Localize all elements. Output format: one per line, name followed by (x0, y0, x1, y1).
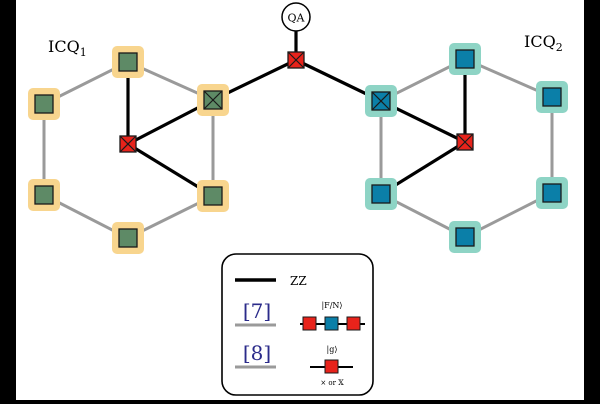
square-qubit-icon (34, 94, 54, 114)
g-state-label: |g⟩ (327, 345, 338, 354)
ref8-label: [8] (243, 341, 271, 365)
square-qubit-icon (302, 316, 317, 331)
left-qubits (34, 52, 223, 248)
icq1-label: ICQ1 (48, 37, 87, 59)
square-qubit-icon (203, 186, 223, 206)
square-qubit-icon (34, 185, 54, 205)
icq2-label: ICQ2 (524, 32, 563, 54)
legend-box: ZZ [7] [8] |F/N⟩ |g⟩ × or 𝕏 (221, 253, 374, 396)
zz-legend-label: ZZ (290, 274, 307, 288)
right-qubits (371, 49, 562, 247)
square-qubit-icon (455, 227, 475, 247)
square-qubit-icon (346, 316, 361, 331)
square-qubit-icon (542, 87, 562, 107)
square-qubit-icon (118, 228, 138, 248)
square-qubit-icon (324, 316, 339, 331)
square-qubit-icon (324, 359, 339, 374)
crossed-square-icon (456, 133, 474, 151)
square-qubit-icon (542, 183, 562, 203)
square-qubit-icon (371, 184, 391, 204)
crossed-square-icon (287, 51, 305, 69)
fn-state-label: |F/N⟩ (321, 301, 342, 310)
square-qubit-icon (118, 52, 138, 72)
g-note-label: × or 𝕏 (320, 379, 344, 387)
qa-node (281, 2, 311, 32)
crossed-square-icon (119, 135, 137, 153)
crossed-square-icon (371, 91, 391, 111)
ref7-label: [7] (243, 299, 271, 323)
crossed-square-icon (203, 90, 223, 110)
square-qubit-icon (455, 49, 475, 69)
qa-label: QA (288, 12, 306, 25)
